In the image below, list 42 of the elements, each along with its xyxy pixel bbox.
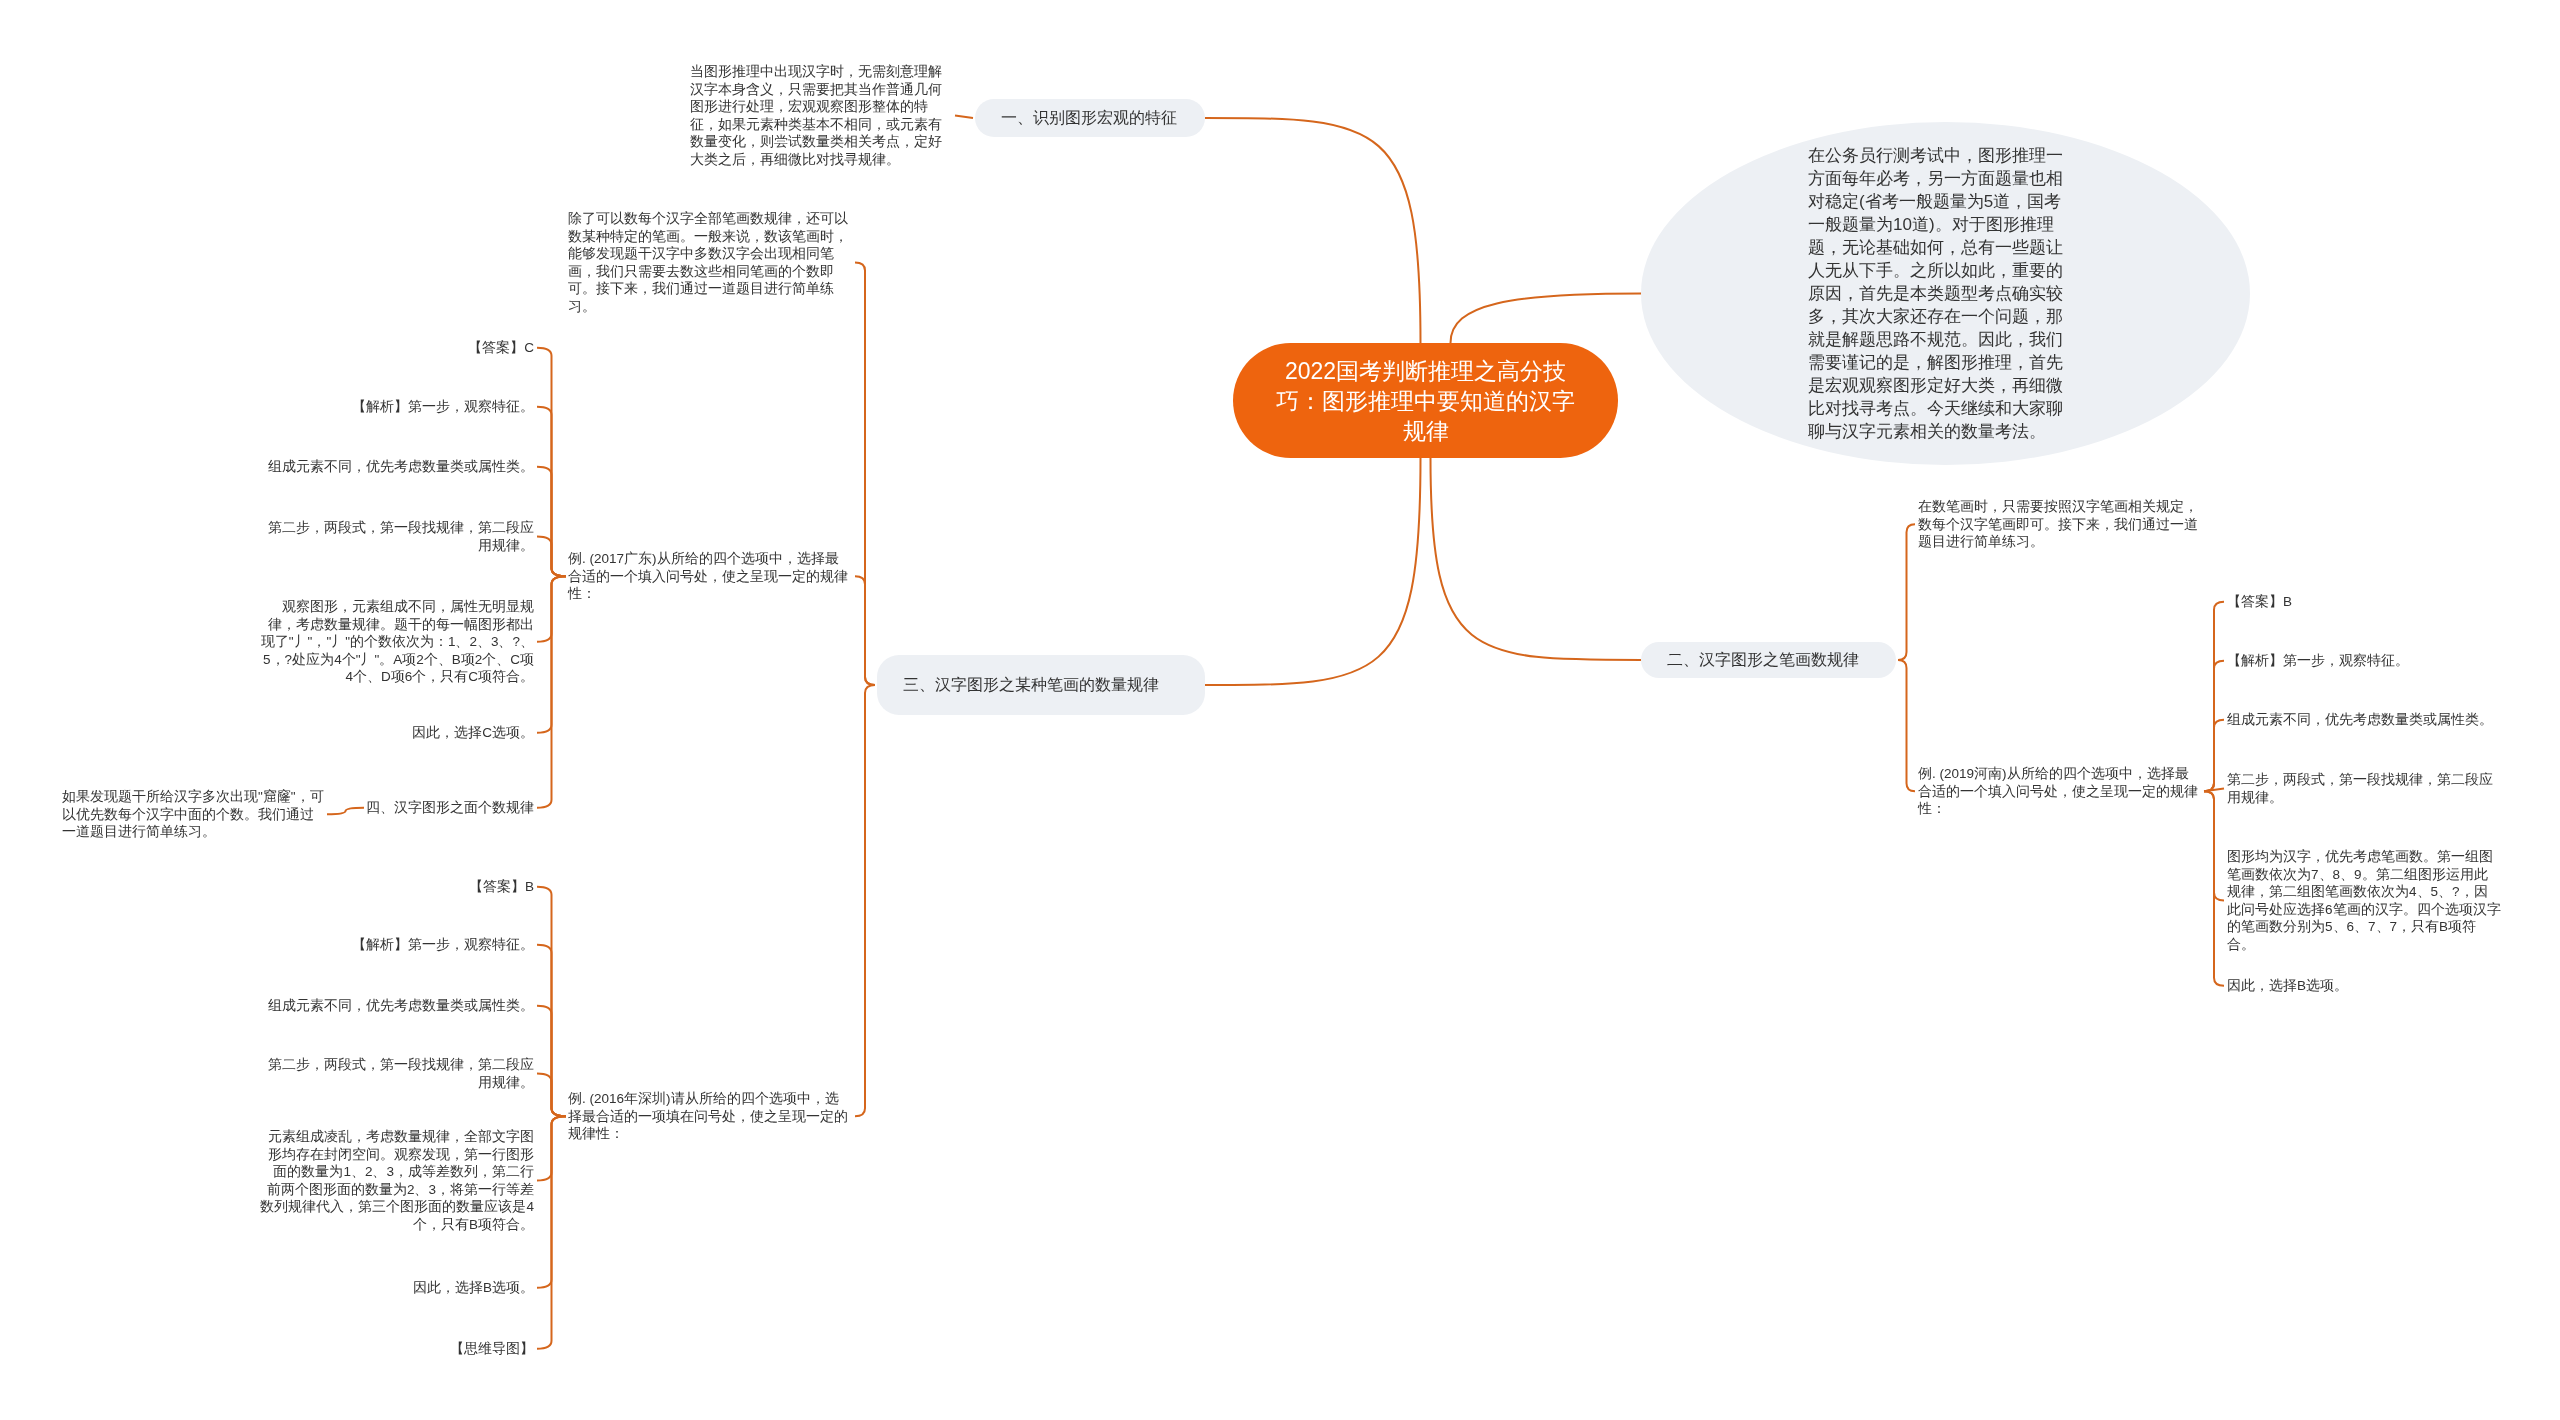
note-text: 【答案】B xyxy=(469,878,534,896)
topic-box: 二、汉字图形之笔画数规律 xyxy=(1641,642,1896,678)
connector-line xyxy=(1897,659,1916,793)
note-text: 例. (2017广东)从所给的四个选项中，选择最合适的一个填入问号处，使之呈现一定的规律性： xyxy=(568,550,852,603)
note-text: 【答案】C xyxy=(468,339,534,357)
note-text: 【思维导图】 xyxy=(450,1340,534,1358)
note-text: 【答案】B xyxy=(2227,593,2292,611)
note-text: 当图形推理中出现汉字时，无需刻意理解汉字本身含义，只需要把其当作普通几何图形进行处理，宏观观察图形整体的特征，如果元素种类基本不相同，或元素有数量变化，则尝试数量类相关考点，定好大类之后，再细微比对找寻规律。 xyxy=(690,63,952,168)
note-text: 组成元素不同，优先考虑数量类或属性类。 xyxy=(2227,711,2493,729)
note-text: 【解析】第一步，观察特征。 xyxy=(352,398,534,416)
note-text: 【解析】第一步，观察特征。 xyxy=(2227,652,2409,670)
connector-line xyxy=(326,806,365,816)
connector-line xyxy=(1204,117,1422,344)
note-text: 【解析】第一步，观察特征。 xyxy=(352,936,534,954)
note-text: 因此，选择C选项。 xyxy=(412,724,534,742)
note-text: 在数笔画时，只需要按照汉字笔画相关规定，数每个汉字笔画即可。接下来，我们通过一道题目进行简单练习。 xyxy=(1918,498,2202,551)
connector-line xyxy=(1449,292,1642,344)
note-text: 因此，选择B选项。 xyxy=(413,1279,534,1297)
connector-line xyxy=(1429,457,1642,661)
connector-line xyxy=(854,684,876,1118)
note-text: 除了可以数每个汉字全部笔画数规律，还可以数某种特定的笔画。一般来说，数该笔画时，能够发现题干汉字中多数汉字会出现相同笔画，我们只需要去数这些相同笔画的个数即可。接下来，我们通过一道题目进行简单练习。 xyxy=(568,210,852,315)
note-text: 组成元素不同，优先考虑数量类或属性类。 xyxy=(268,997,534,1015)
note-text: 如果发现题干所给汉字多次出现"窟窿"，可以优先数每个汉字中面的个数。我们通过一道题目进行简单练习。 xyxy=(62,788,324,841)
topic-box: 三、汉字图形之某种笔画的数量规律 xyxy=(877,655,1205,715)
note-text: 例. (2016年深圳)请从所给的四个选项中，选择最合适的一项填在问号处，使之呈现一定的规律性： xyxy=(568,1090,852,1143)
connector-line xyxy=(954,114,974,119)
note-text: 第二步，两段式，第一段找规律，第二段应用规律。 xyxy=(260,519,534,554)
central-topic: 2022国考判断推理之高分技巧：图形推理中要知道的汉字规律 xyxy=(1233,343,1618,458)
connector-line xyxy=(2203,790,2225,987)
note-text: 观察图形，元素组成不同，属性无明显规律，考虑数量规律。题干的每一幅图形都出现了"丿"，"丿"的个数依次为：1、2、3、?、5，?处应为4个"丿"。A项2个、B项2个、C项4个、D项6个，只有C项符合。 xyxy=(260,598,534,686)
connector-line xyxy=(2203,787,2225,793)
note-text: 图形均为汉字，优先考虑笔画数。第一组图笔画数依次为7、8、9。第二组图形运用此规律，第二组图笔画数依次为4、5、?，因此问号处应选择6笔画的汉字。四个选项汉字的笔画数分别为5、6、7、7，只有B项符合。 xyxy=(2227,848,2501,953)
intro-bubble: 在公务员行测考试中，图形推理一方面每年必考，另一方面题量也相对稳定(省考一般题量为5道，国考一般题量为10道)。对于图形推理题，无论基础如何，总有一些题让人无从下手。之所以如此，重要的原因，首先是本类题型考点确实较多，其次大家还存在一个问题，那就是解题思路不规范。因此，我们需要谨记的是，解图形推理，首先是宏观观察图形定好大类，再细微比对找寻考点。今天继续和大家聊聊与汉字元素相关的数量考法。 xyxy=(1641,122,2250,465)
note-text: 因此，选择B选项。 xyxy=(2227,977,2348,995)
topic-box: 一、识别图形宏观的特征 xyxy=(975,99,1205,137)
note-text: 组成元素不同，优先考虑数量类或属性类。 xyxy=(268,458,534,476)
note-text: 例. (2019河南)从所给的四个选项中，选择最合适的一个填入问号处，使之呈现一定的规律性： xyxy=(1918,765,2202,818)
note-text: 四、汉字图形之面个数规律 xyxy=(366,799,534,817)
note-text: 元素组成凌乱，考虑数量规律，全部文字图形均存在封闭空间。观察发现，第一行图形面的数量为1、2、3，成等差数列，第二行前两个图形面的数量为2、3，将第一行等差数列规律代入，第三个图形面的数量应该是4个，只有B项符合。 xyxy=(260,1128,534,1233)
connector-line xyxy=(1204,457,1422,686)
note-text: 第二步，两段式，第一段找规律，第二段应用规律。 xyxy=(260,1056,534,1091)
note-text: 第二步，两段式，第一段找规律，第二段应用规律。 xyxy=(2227,771,2501,806)
